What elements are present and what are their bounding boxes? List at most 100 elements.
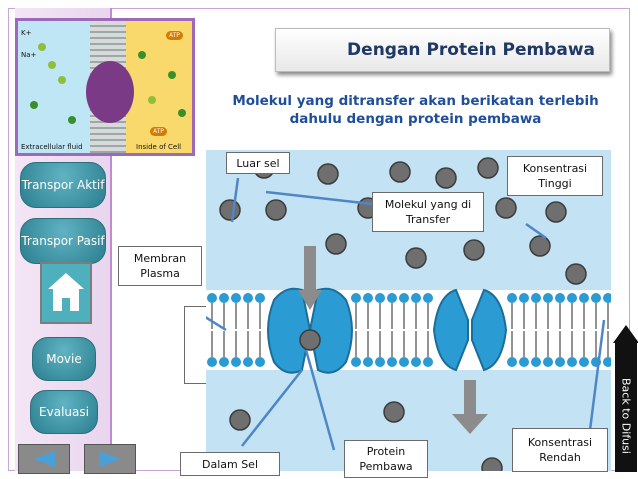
molecule xyxy=(219,199,241,221)
phospholipid-head xyxy=(399,293,409,303)
phospholipid-head xyxy=(579,293,589,303)
ion-dot xyxy=(48,61,56,69)
back-to-difusi-button[interactable] xyxy=(615,340,637,472)
ion-dot xyxy=(30,101,38,109)
phospholipid-head xyxy=(555,357,565,367)
home-button[interactable] xyxy=(40,262,92,324)
molecule xyxy=(229,409,251,431)
phospholipid-head xyxy=(231,357,241,367)
label-molekul: Molekul yang di Transfer xyxy=(372,192,484,232)
label-membran-plasma: Membran Plasma xyxy=(118,246,202,286)
arrow-left-icon xyxy=(33,451,55,467)
na-label: Na+ xyxy=(21,51,37,59)
arrow-up-icon xyxy=(613,325,638,343)
phospholipid-head xyxy=(219,293,229,303)
phospholipid-head xyxy=(243,357,253,367)
ion-dot xyxy=(38,43,46,51)
phospholipid-head xyxy=(351,357,361,367)
phospholipid-head xyxy=(255,357,265,367)
membrane-diagram xyxy=(161,150,613,479)
slide-title: Dengan Protein Pembawa xyxy=(275,28,610,72)
phospholipid-head xyxy=(567,357,577,367)
phospholipid-head xyxy=(423,293,433,303)
extracellular-region xyxy=(18,21,90,153)
k-label: K+ xyxy=(21,29,32,37)
molecule xyxy=(495,197,517,219)
down-flow-arrow-head xyxy=(452,414,488,434)
ion-dot xyxy=(138,51,146,59)
phospholipid-head xyxy=(543,293,553,303)
phospholipid-head xyxy=(531,357,541,367)
phospholipid-head xyxy=(579,357,589,367)
molecule xyxy=(389,161,411,183)
phospholipid-head xyxy=(219,357,229,367)
phospholipid-head xyxy=(375,293,385,303)
atp-badge: ATP xyxy=(166,31,183,40)
label-konsentrasi-tinggi: Konsentrasi Tinggi xyxy=(507,156,603,196)
previous-button[interactable] xyxy=(18,444,70,474)
back-to-difusi-label[interactable]: Back to Difusi xyxy=(619,378,633,454)
carrier-protein-open-in xyxy=(432,288,508,372)
phospholipid-head xyxy=(387,357,397,367)
phospholipid-head xyxy=(591,293,601,303)
inside-label: Inside of Cell xyxy=(136,143,182,151)
phospholipid-head xyxy=(519,357,529,367)
molecule xyxy=(317,163,339,185)
ion-dot xyxy=(148,96,156,104)
nav-movie[interactable]: Movie xyxy=(32,337,96,381)
ion-dot xyxy=(58,76,66,84)
phospholipid-head xyxy=(507,357,517,367)
phospholipid-head xyxy=(411,357,421,367)
label-dalam-sel: Dalam Sel xyxy=(180,452,280,476)
nav-evaluasi[interactable]: Evaluasi xyxy=(30,390,98,434)
arrow-right-icon xyxy=(99,451,121,467)
phospholipid-heads-top xyxy=(207,293,613,329)
atp-badge: ATP xyxy=(150,127,167,136)
molecule xyxy=(477,157,499,179)
molecule xyxy=(481,457,503,479)
molecule xyxy=(565,263,587,285)
phospholipid-head xyxy=(363,357,373,367)
phospholipid-head xyxy=(207,357,217,367)
phospholipid-head xyxy=(519,293,529,303)
membrane-diagram-svg xyxy=(161,157,613,479)
molecule xyxy=(325,233,347,255)
pump-protein xyxy=(86,61,134,123)
molecule xyxy=(383,401,405,423)
phospholipid-head xyxy=(375,357,385,367)
phospholipid-head xyxy=(207,293,217,303)
down-flow-arrow-shaft xyxy=(304,246,316,290)
next-button[interactable] xyxy=(84,444,136,474)
ion-dot xyxy=(68,116,76,124)
slide-subtitle: Molekul yang ditransfer akan berikatan t… xyxy=(232,93,599,127)
carrier-protein-open-out xyxy=(267,287,353,374)
down-flow-arrow-head xyxy=(298,290,322,310)
nav-transpor-pasif[interactable]: Transpor Pasif xyxy=(20,218,106,264)
molecule xyxy=(545,201,567,223)
phospholipid-head xyxy=(543,357,553,367)
phospholipid-head xyxy=(531,293,541,303)
phospholipid-head xyxy=(411,293,421,303)
molecule xyxy=(435,167,457,189)
label-konsentrasi-rendah: Konsentrasi Rendah xyxy=(512,428,608,472)
molecule xyxy=(529,235,551,257)
phospholipid-head xyxy=(423,357,433,367)
label-protein-pembawa: Protein Pembawa xyxy=(344,440,428,478)
label-bracket xyxy=(184,306,206,384)
ion-dot xyxy=(168,71,176,79)
down-flow-arrow-shaft xyxy=(464,380,476,416)
molecule xyxy=(299,329,321,351)
phospholipid-head xyxy=(231,293,241,303)
phospholipid-head xyxy=(363,293,373,303)
phospholipid-head xyxy=(243,293,253,303)
extracellular-label: Extracellular fluid xyxy=(21,143,83,151)
nav-transpor-aktif[interactable]: Transpor Aktif xyxy=(20,162,106,208)
molecule xyxy=(265,199,287,221)
molecule xyxy=(463,239,485,261)
phospholipid-heads-bottom xyxy=(207,331,613,367)
phospholipid-head xyxy=(351,293,361,303)
molecule xyxy=(405,247,427,269)
sodium-potassium-pump-image: K+ Na+ Extracellular fluid Inside of Cel… xyxy=(15,18,195,156)
phospholipid-head xyxy=(387,293,397,303)
phospholipid-head xyxy=(555,293,565,303)
